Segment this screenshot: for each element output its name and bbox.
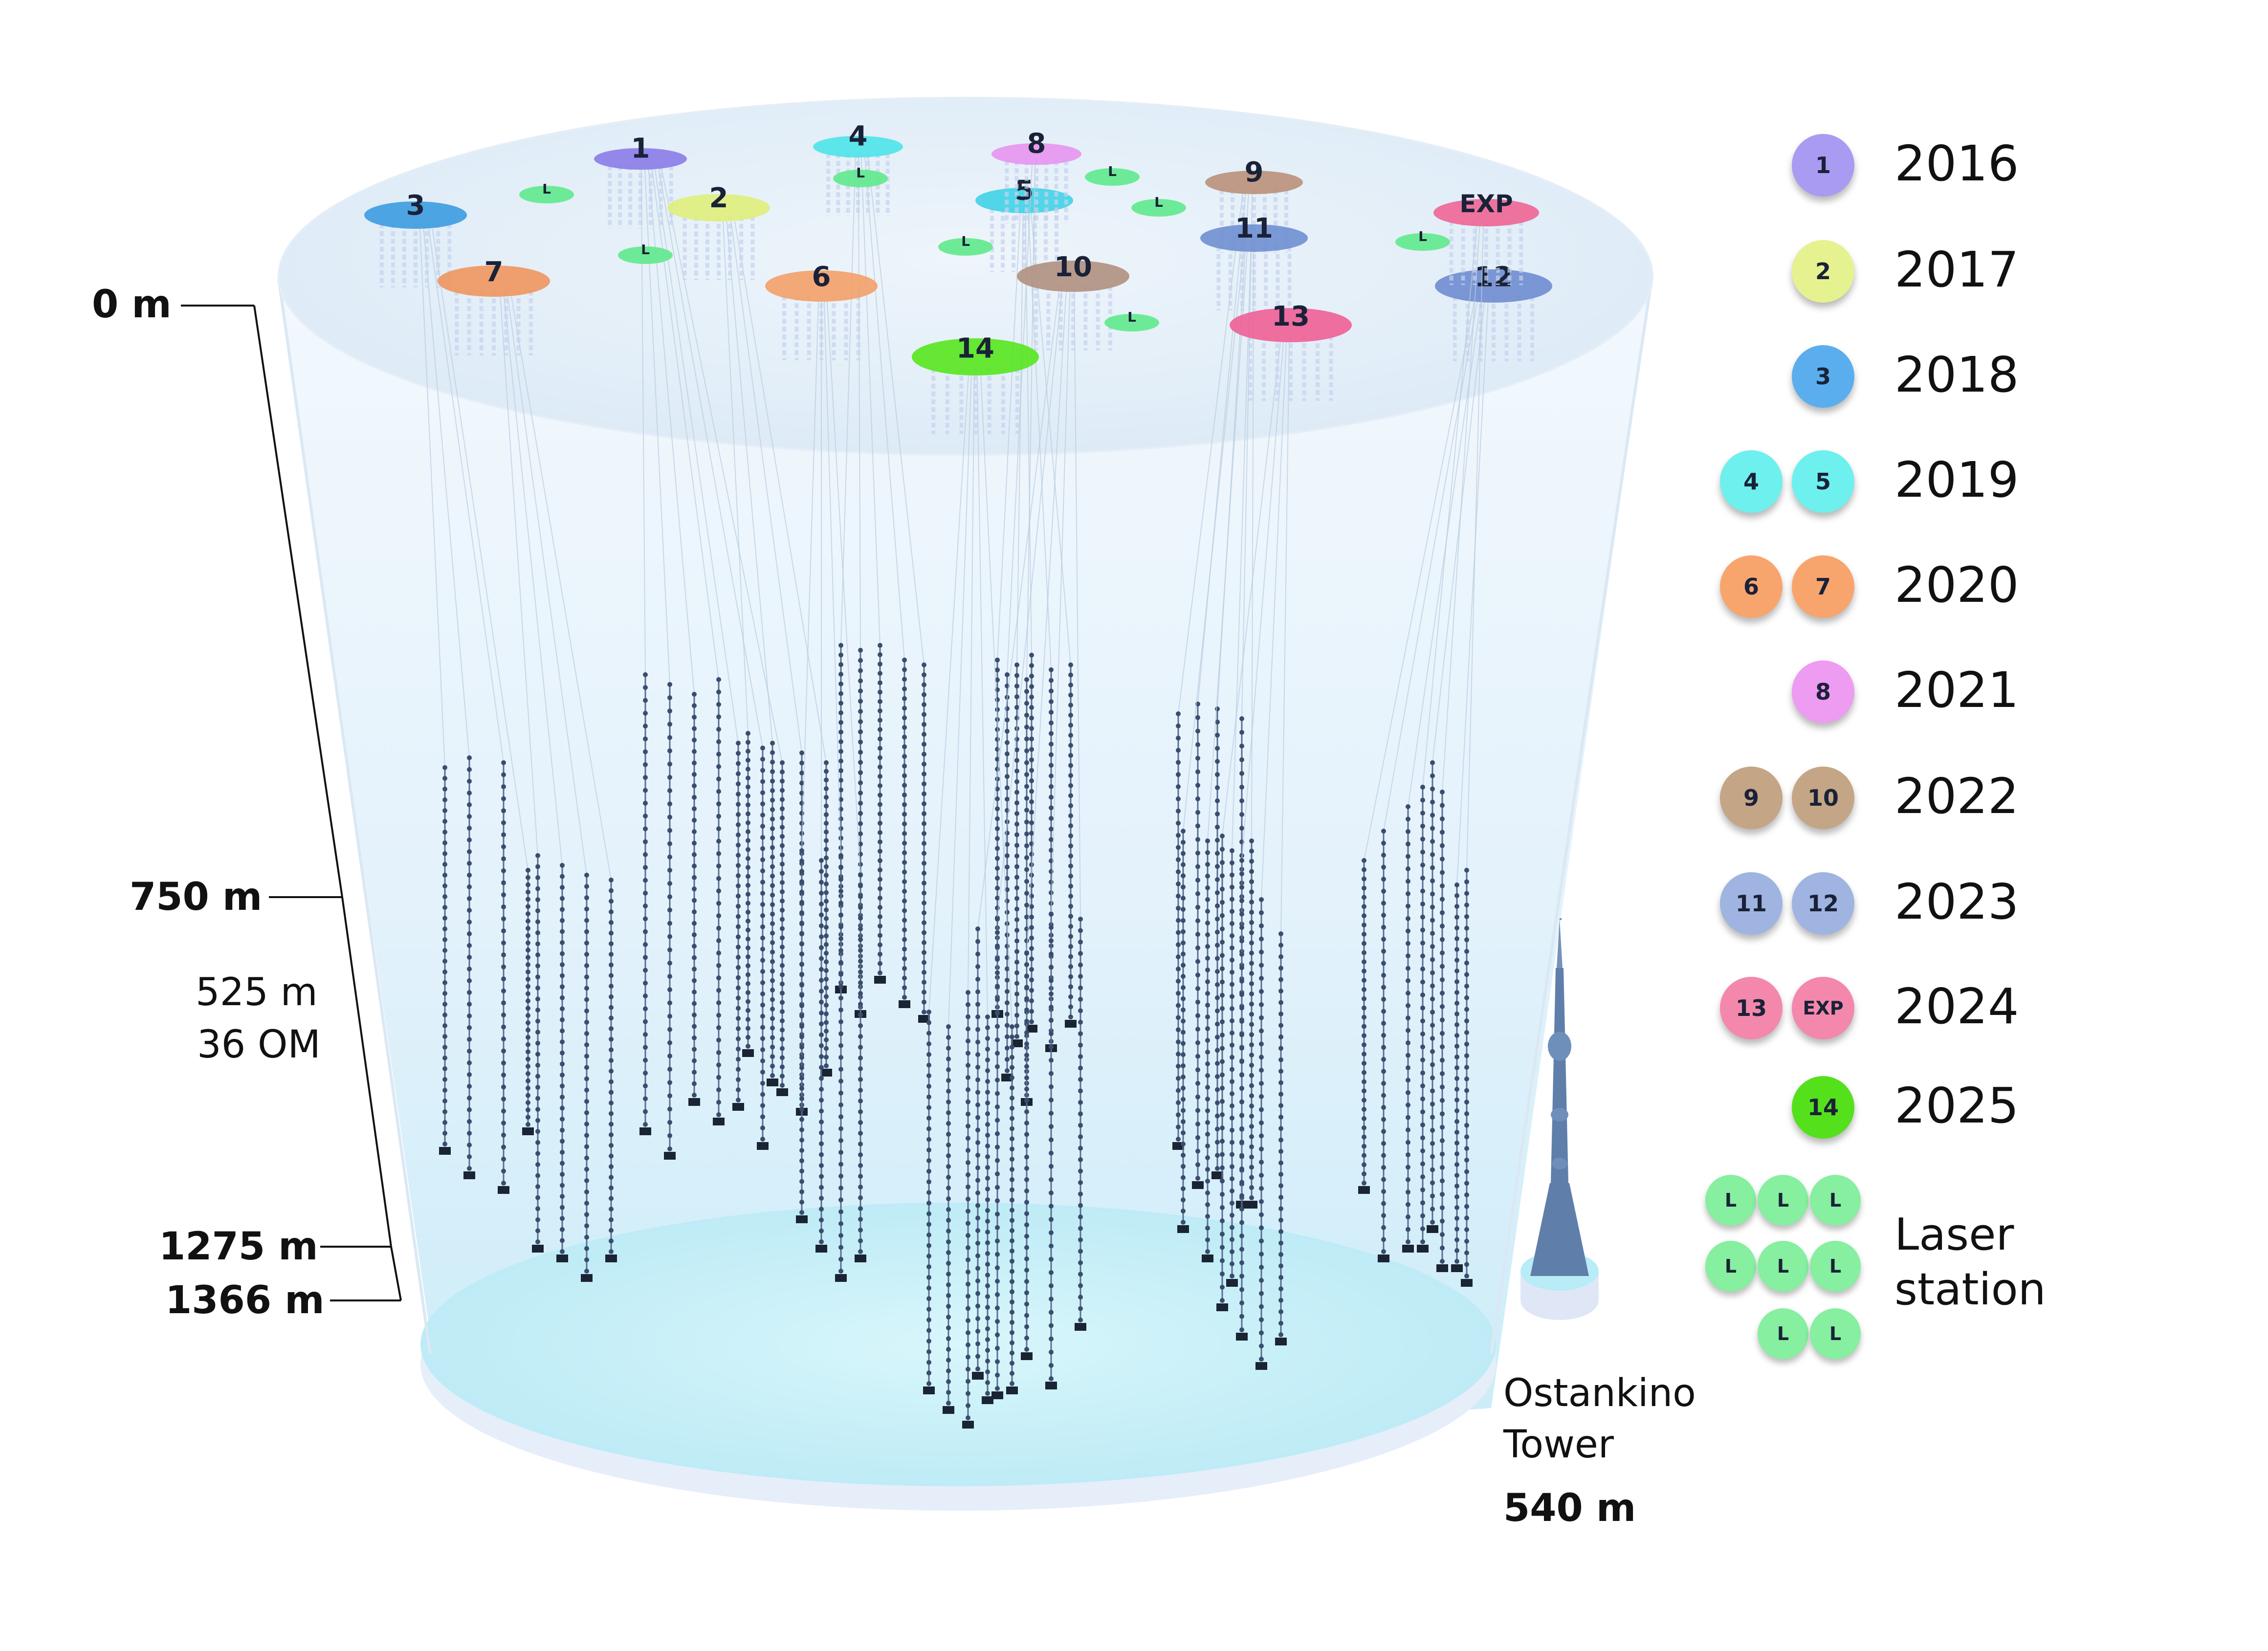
- legend-badge-1: 1: [1792, 134, 1854, 197]
- legend-badge-7: 7: [1792, 555, 1854, 618]
- depth-label-lake-bottom: 1366 m: [165, 1278, 325, 1322]
- lake-bottom: [420, 1203, 1496, 1486]
- laser-station-badge: L: [1705, 1175, 1756, 1226]
- legend-year-2019: 2019: [1894, 451, 2019, 508]
- laser-station-badge: L: [1810, 1175, 1861, 1226]
- laser-station-badge: L: [1758, 1308, 1808, 1359]
- laser-station: L: [618, 242, 673, 264]
- legend-badge-5: 5: [1792, 450, 1854, 513]
- svg-text:L: L: [1418, 228, 1427, 244]
- cluster-label: 7: [484, 256, 504, 288]
- legend-badge-6: 6: [1720, 555, 1783, 618]
- tower-name-line2: Tower: [1503, 1423, 1614, 1467]
- legend-badge-10: 10: [1792, 767, 1854, 829]
- legend-year-2020: 2020: [1894, 556, 2019, 614]
- cluster-label: 2: [709, 182, 728, 214]
- legend-badge-11: 11: [1720, 872, 1783, 935]
- laser-station-badge: L: [1810, 1308, 1861, 1359]
- legend-badge-3: 3: [1792, 345, 1854, 408]
- legend-badge-4: 4: [1720, 450, 1783, 513]
- cluster-11: 11: [1177, 213, 1308, 1287]
- legend-badge-2: 2: [1792, 240, 1854, 303]
- cluster-13: 13: [1216, 301, 1352, 1370]
- tower-name-line1: Ostankino: [1503, 1371, 1696, 1415]
- laser-station: L: [938, 233, 993, 256]
- cluster-label: 9: [1245, 156, 1264, 188]
- string-length-label: 525 m: [196, 970, 318, 1014]
- cluster-label: 14: [956, 333, 994, 365]
- svg-text:L: L: [856, 165, 865, 181]
- lake-surface: [278, 97, 1653, 456]
- svg-text:L: L: [961, 233, 970, 249]
- legend-badge-exp: EXP: [1792, 977, 1854, 1039]
- cluster-label: 6: [812, 261, 831, 293]
- depth-bracket: [181, 305, 402, 1301]
- svg-text:L: L: [542, 181, 551, 197]
- legend-year-2018: 2018: [1894, 346, 2019, 403]
- cluster-label: 13: [1272, 301, 1310, 332]
- cluster-label: 1: [631, 133, 650, 165]
- cluster-label: 11: [1235, 213, 1273, 244]
- laser-legend-line1: Laser: [1894, 1209, 2014, 1260]
- laser-station-badge: L: [1758, 1175, 1808, 1226]
- cluster-8: 8: [991, 128, 1081, 1106]
- legend-year-2016: 2016: [1894, 135, 2019, 192]
- laser-station: L: [519, 181, 574, 203]
- ostankino-tower-icon: [1520, 918, 1599, 1320]
- legend-badge-14: 14: [1792, 1076, 1854, 1139]
- depth-label-top-om: 750 m: [130, 875, 263, 919]
- tower-height: 540 m: [1503, 1486, 1636, 1530]
- legend-badge-9: 9: [1720, 767, 1783, 829]
- legend-year-2023: 2023: [1894, 873, 2019, 930]
- laser-station-badge: L: [1758, 1241, 1808, 1292]
- cluster-label: 10: [1054, 251, 1092, 283]
- cluster-10: 10: [972, 251, 1129, 1399]
- laser-station-badge: L: [1810, 1241, 1861, 1292]
- depth-label-bottom-om: 1275 m: [159, 1225, 318, 1269]
- cluster-label: 8: [1027, 128, 1046, 160]
- laser-station: L: [1085, 163, 1140, 186]
- cluster-1: 1: [594, 133, 788, 1160]
- cluster-label: 12: [1475, 262, 1513, 293]
- laser-station-badge: L: [1705, 1241, 1756, 1292]
- cluster-14: 14: [912, 333, 1039, 1429]
- legend-year-2024: 2024: [1894, 978, 2019, 1035]
- cluster-3: 3: [364, 190, 534, 1194]
- cluster-exp: EXP: [1417, 190, 1539, 1287]
- water-volume: [279, 274, 1652, 1420]
- legend-year-2022: 2022: [1894, 768, 2019, 825]
- legend-year-2025: 2025: [1894, 1077, 2019, 1134]
- legend-badge-13: 13: [1720, 977, 1783, 1039]
- cluster-label: 3: [406, 190, 425, 221]
- legend-year-2021: 2021: [1894, 661, 2019, 719]
- laser-station: L: [1104, 309, 1159, 331]
- svg-text:L: L: [1108, 163, 1117, 179]
- svg-text:L: L: [1154, 194, 1163, 210]
- laser-station: L: [1131, 194, 1186, 217]
- cluster-label: 4: [849, 121, 868, 153]
- legend-badge-12: 12: [1792, 872, 1854, 935]
- laser-station: L: [833, 165, 888, 187]
- cluster-7: 7: [438, 256, 617, 1282]
- om-count-label: 36 OM: [197, 1023, 321, 1067]
- laser-legend-line2: station: [1894, 1264, 2046, 1315]
- cluster-label: EXP: [1459, 190, 1513, 218]
- laser-station: L: [1395, 228, 1450, 251]
- legend-badge-8: 8: [1792, 660, 1854, 723]
- svg-text:L: L: [641, 242, 650, 258]
- depth-label-surface: 0 m: [92, 283, 172, 327]
- legend-year-2017: 2017: [1894, 241, 2019, 298]
- cluster-6: 6: [765, 261, 878, 1282]
- svg-text:L: L: [1127, 309, 1136, 325]
